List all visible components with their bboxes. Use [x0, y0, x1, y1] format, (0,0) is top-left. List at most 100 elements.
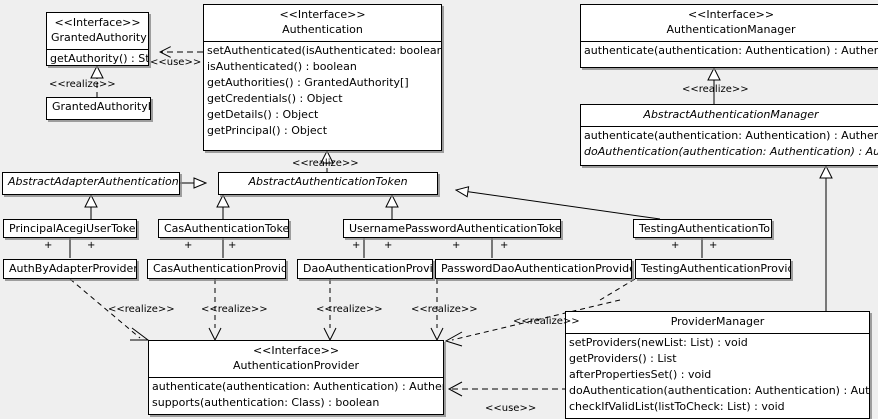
class-name-label: CasAuthenticationToken	[164, 222, 288, 235]
class-name-label: AbstractAdapterAuthenticationToken	[8, 175, 179, 188]
edge-label-realize-abstract-authentication-token: <<realize>>	[292, 158, 359, 169]
class-header-principal-acegi-user-token: PrincipalAcegiUserToken	[4, 220, 136, 237]
edge-label-realize-granted-authority-impl: <<realize>>	[49, 79, 116, 90]
operation-item: setProviders(newList: List) : void	[569, 336, 748, 349]
class-name-label: GrantedAuthority	[51, 31, 147, 44]
class-header-abstract-authentication-manager: AbstractAuthenticationManager	[581, 105, 878, 126]
association-marker-plus: +	[709, 240, 718, 251]
class-name-label: GrantedAuthorityImpl	[52, 100, 150, 113]
operations-abstract-authentication-manager: authenticate(authentication: Authenticat…	[581, 126, 878, 161]
operation-item: getPrincipal() : Object	[207, 124, 328, 137]
association-marker-plus: +	[452, 240, 461, 251]
class-abstract-authentication-manager[interactable]: AbstractAuthenticationManager authentica…	[580, 104, 878, 166]
class-granted-authority[interactable]: <<Interface>> GrantedAuthority getAuthor…	[46, 12, 149, 66]
operations-provider-manager: setProviders(newList: List) : void getPr…	[566, 333, 869, 416]
class-header-testing-authentication-provider: TestingAuthenticationProvider	[636, 260, 790, 278]
operation-item: supports(authentication: Class) : boolea…	[152, 396, 380, 409]
operations-authentication-provider: authenticate(authentication: Authenticat…	[149, 377, 443, 412]
class-header-abstract-adapter-authentication-token: AbstractAdapterAuthenticationToken	[3, 173, 179, 192]
class-abstract-authentication-token[interactable]: AbstractAuthenticationToken	[218, 172, 438, 195]
class-cas-authentication-token[interactable]: CasAuthenticationToken	[158, 219, 289, 238]
operation-item: authenticate(authentication: Authenticat…	[152, 380, 443, 393]
class-abstract-adapter-authentication-token[interactable]: AbstractAdapterAuthenticationToken	[2, 172, 180, 195]
stereotype-label: <<Interface>>	[279, 8, 366, 21]
class-name-label: PasswordDaoAuthenticationProvider	[441, 262, 631, 275]
association-marker-plus: +	[384, 240, 393, 251]
operation-item: getCredentials() : Object	[207, 92, 343, 105]
class-header-granted-authority-impl: GrantedAuthorityImpl	[47, 98, 150, 117]
class-name-label: AuthenticationManager	[666, 23, 796, 36]
stereotype-label: <<Interface>>	[687, 8, 775, 21]
class-auth-by-adapter-provider[interactable]: AuthByAdapterProvider	[3, 259, 137, 279]
stereotype-label: <<Interface>>	[54, 16, 141, 29]
class-name-label: TestingAuthenticationToken	[639, 222, 771, 235]
class-name-label: PrincipalAcegiUserToken	[9, 222, 136, 235]
class-dao-authentication-provider[interactable]: DaoAuthenticationProvider	[297, 259, 433, 279]
operations-granted-authority: getAuthority() : String	[47, 49, 148, 65]
class-name-label: CasAuthenticationProvider	[153, 262, 285, 275]
association-marker-plus: +	[87, 240, 96, 251]
operation-item: getAuthority() : String	[50, 52, 148, 65]
class-granted-authority-impl[interactable]: GrantedAuthorityImpl	[46, 97, 151, 120]
association-marker-plus: +	[228, 240, 237, 251]
class-authentication-provider[interactable]: <<Interface>> AuthenticationProvider aut…	[148, 340, 444, 415]
class-header-cas-authentication-token: CasAuthenticationToken	[159, 220, 288, 237]
operations-authentication: setAuthenticated(isAuthenticated: boolea…	[204, 41, 441, 140]
class-header-provider-manager: ProviderManager	[566, 312, 869, 333]
association-marker-plus: +	[671, 240, 680, 251]
class-testing-authentication-token[interactable]: TestingAuthenticationToken	[633, 219, 772, 238]
operation-item: getAuthorities() : GrantedAuthority[]	[207, 76, 409, 89]
stereotype-label: <<Interface>>	[252, 344, 340, 357]
edge-label-realize-auth-by-adapter-provider: <<realize>>	[108, 304, 175, 315]
class-header-granted-authority: <<Interface>> GrantedAuthority	[47, 13, 148, 49]
class-header-password-dao-authentication-provider: PasswordDaoAuthenticationProvider	[436, 260, 631, 278]
class-header-testing-authentication-token: TestingAuthenticationToken	[634, 220, 771, 237]
operation-item: authenticate(authentication: Authenticat…	[584, 129, 878, 142]
edge-label-realize-provider-manager: <<realize>>	[513, 316, 580, 327]
class-cas-authentication-provider[interactable]: CasAuthenticationProvider	[147, 259, 286, 279]
operations-authentication-manager: authenticate(authentication: Authenticat…	[581, 41, 878, 60]
class-testing-authentication-provider[interactable]: TestingAuthenticationProvider	[635, 259, 791, 279]
operation-item: getProviders() : List	[569, 352, 677, 365]
class-header-auth-by-adapter-provider: AuthByAdapterProvider	[4, 260, 136, 278]
operation-item: setAuthenticated(isAuthenticated: boolea…	[207, 44, 441, 57]
class-authentication[interactable]: <<Interface>> Authentication setAuthenti…	[203, 4, 442, 151]
operation-item: isAuthenticated() : boolean	[207, 60, 357, 73]
class-authentication-manager[interactable]: <<Interface>> AuthenticationManager auth…	[580, 4, 878, 68]
operation-item: authenticate(authentication: Authenticat…	[584, 44, 878, 57]
class-name-label: UsernamePasswordAuthenticationToken	[349, 222, 560, 235]
association-marker-plus: +	[184, 240, 193, 251]
class-provider-manager[interactable]: ProviderManager setProviders(newList: Li…	[565, 311, 870, 419]
association-marker-plus: +	[44, 240, 53, 251]
operation-item: getDetails() : Object	[207, 108, 319, 121]
class-name-label: ProviderManager	[670, 315, 765, 328]
operation-item: doAuthentication(authentication: Authent…	[569, 384, 869, 397]
class-header-abstract-authentication-token: AbstractAuthenticationToken	[219, 173, 437, 192]
class-header-authentication: <<Interface>> Authentication	[204, 5, 441, 41]
operation-item: doAuthentication(authentication: Authent…	[584, 145, 878, 158]
class-name-label: AuthByAdapterProvider	[9, 262, 136, 275]
class-name-label: AuthenticationProvider	[232, 359, 360, 372]
class-name-label: AbstractAuthenticationToken	[248, 175, 408, 188]
edge-label-realize-abstract-authentication-manager: <<realize>>	[682, 84, 749, 95]
class-name-label: TestingAuthenticationProvider	[641, 262, 790, 275]
operation-item: afterPropertiesSet() : void	[569, 368, 712, 381]
operation-item: checkIfValidList(listToCheck: List) : vo…	[569, 400, 785, 413]
edge-label-realize-dao-authentication-provider: <<realize>>	[316, 304, 383, 315]
association-marker-plus: +	[500, 240, 509, 251]
edge-label-use-provider-manager: <<use>>	[485, 403, 537, 414]
class-header-username-password-authentication-token: UsernamePasswordAuthenticationToken	[344, 220, 560, 237]
class-name-label: Authentication	[282, 23, 363, 36]
edge-label-use-authentication-grantedauthority: <<use>>	[150, 57, 202, 68]
class-name-label: AbstractAuthenticationManager	[643, 108, 819, 121]
class-header-authentication-manager: <<Interface>> AuthenticationManager	[581, 5, 878, 41]
edge-label-realize-cas-authentication-provider: <<realize>>	[201, 304, 268, 315]
class-username-password-authentication-token[interactable]: UsernamePasswordAuthenticationToken	[343, 219, 561, 238]
class-header-authentication-provider: <<Interface>> AuthenticationProvider	[149, 341, 443, 377]
class-header-cas-authentication-provider: CasAuthenticationProvider	[148, 260, 285, 278]
class-password-dao-authentication-provider[interactable]: PasswordDaoAuthenticationProvider	[435, 259, 632, 279]
class-name-label: DaoAuthenticationProvider	[303, 262, 432, 275]
class-principal-acegi-user-token[interactable]: PrincipalAcegiUserToken	[3, 219, 137, 238]
edge-label-realize-password-dao-authentication-provider: <<realize>>	[411, 304, 478, 315]
